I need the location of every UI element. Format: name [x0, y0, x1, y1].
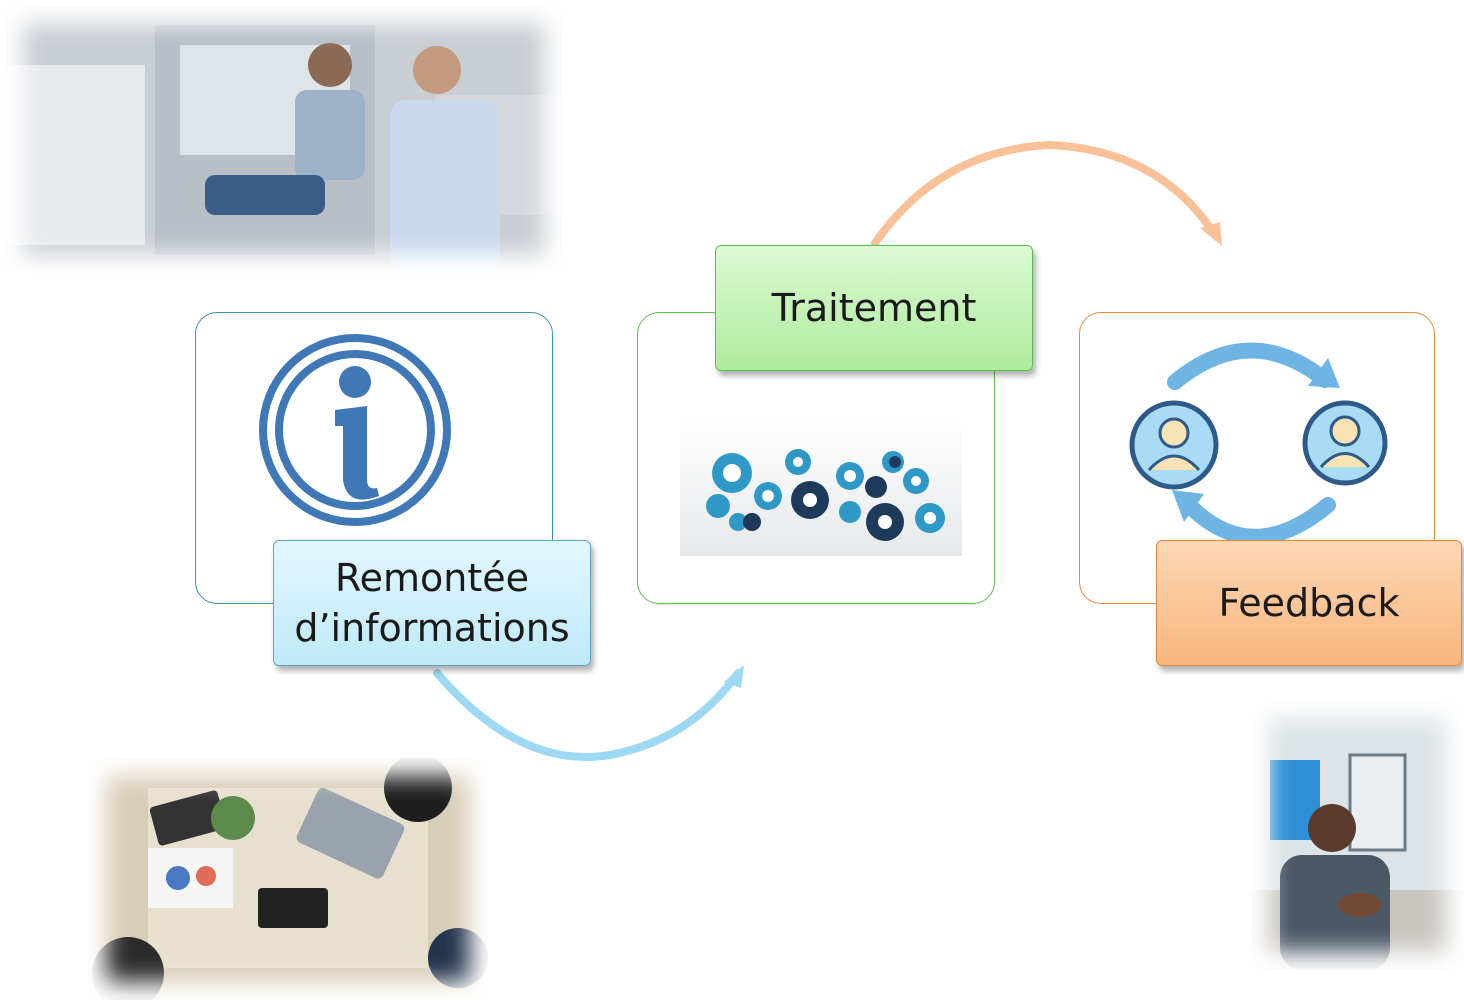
cycle-arrow-top-icon: [1167, 342, 1333, 390]
label-feedback-text: Feedback: [1218, 581, 1400, 625]
photo-truck-drivers: [5, 5, 563, 273]
user-icon: [1129, 400, 1219, 490]
photo-team-meeting: [88, 758, 488, 1000]
feedback-cycle-graphic: [1129, 342, 1388, 545]
gears-image: [680, 418, 962, 556]
label-remontee-line1: Remontée: [334, 556, 530, 600]
label-remontee: Remontée d’informations: [273, 540, 591, 666]
label-traitement: Traitement: [715, 245, 1033, 371]
info-icon: [259, 334, 451, 526]
user-icon: [1302, 400, 1388, 486]
label-traitement-text: Traitement: [771, 286, 977, 330]
gears-icon: [706, 449, 945, 541]
label-remontee-line2: d’informations: [294, 606, 570, 650]
photo-man-speaking: [1250, 700, 1464, 970]
label-feedback: Feedback: [1156, 540, 1462, 666]
cycle-arrow-bottom-icon: [1178, 494, 1336, 545]
